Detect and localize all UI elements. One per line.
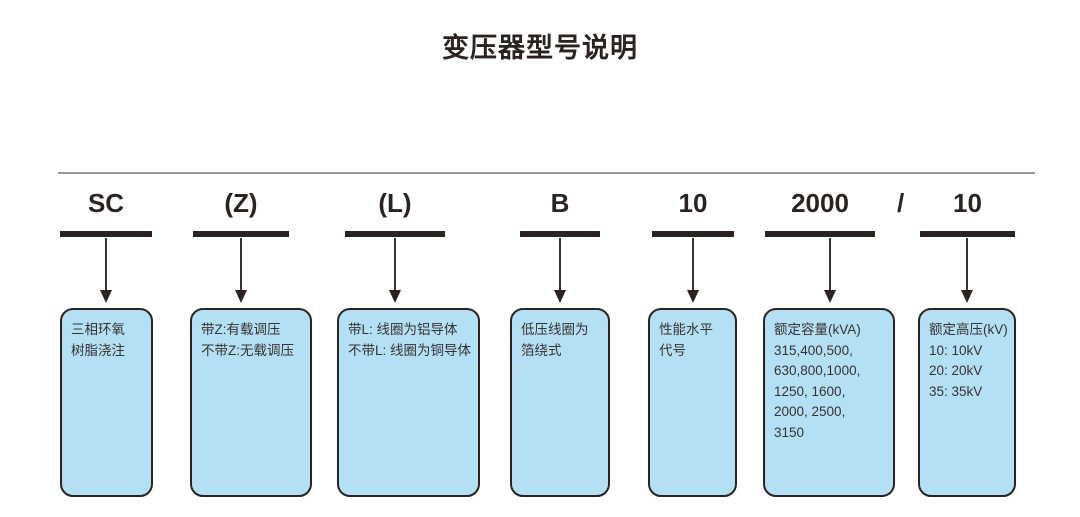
description-line: 性能水平 bbox=[659, 322, 713, 337]
description-box-3: 带L: 线圈为铝导体 不带L: 线圈为铜导体 bbox=[337, 308, 480, 497]
code-underline-2 bbox=[193, 231, 289, 237]
description-line: 箔绕式 bbox=[521, 342, 562, 358]
arrow-head-icon-5 bbox=[687, 290, 699, 303]
description-line: 带Z:有载调压 bbox=[201, 322, 281, 337]
description-line: 不带Z:无载调压 bbox=[201, 342, 294, 358]
code-label-3: (L) bbox=[378, 188, 412, 218]
description-line: 额定高压(kV) bbox=[929, 322, 1008, 337]
code-underline-5 bbox=[652, 231, 734, 237]
arrow-line-2 bbox=[240, 238, 242, 293]
arrow-head-icon-3 bbox=[389, 290, 401, 303]
description-box-7: 额定高压(kV) 10: 10kV 20: 20kV 35: 35kV bbox=[918, 308, 1016, 497]
description-line: 代号 bbox=[659, 342, 686, 358]
code-label-1: SC bbox=[87, 188, 125, 218]
description-line: 不带L: 线圈为铜导体 bbox=[348, 342, 472, 358]
description-line: 2000, 2500, bbox=[774, 404, 846, 419]
code-label-4: B bbox=[550, 188, 570, 218]
description-box-2: 带Z:有载调压 不带Z:无载调压 bbox=[190, 308, 312, 497]
description-box-6: 额定容量(kVA) 315,400,500, 630,800,1000, 125… bbox=[763, 308, 895, 497]
code-label-7: 10 bbox=[953, 188, 982, 218]
description-box-1: 三相环氧 树脂浇注 bbox=[60, 308, 153, 497]
arrow-head-icon-7 bbox=[961, 290, 973, 303]
code-label-6: 2000 bbox=[791, 188, 849, 218]
description-line: 额定容量(kVA) bbox=[774, 322, 861, 337]
top-divider-rule bbox=[58, 172, 1035, 174]
description-line: 20: 20kV bbox=[929, 363, 983, 378]
slash-separator: / bbox=[897, 188, 905, 218]
code-underline-1 bbox=[60, 231, 152, 237]
page-title: 变压器型号说明 bbox=[442, 33, 638, 63]
code-underline-4 bbox=[520, 231, 600, 237]
description-box-4: 低压线圈为 箔绕式 bbox=[510, 308, 610, 497]
arrow-head-icon-2 bbox=[235, 290, 247, 303]
arrow-head-icon-1 bbox=[100, 290, 112, 303]
code-label-5: 10 bbox=[678, 188, 708, 218]
code-label-2: (Z) bbox=[224, 188, 258, 218]
arrow-line-3 bbox=[394, 238, 396, 293]
arrow-line-7 bbox=[966, 238, 968, 293]
description-line: 树脂浇注 bbox=[71, 342, 125, 358]
arrow-line-5 bbox=[692, 238, 694, 293]
arrow-line-4 bbox=[559, 238, 561, 293]
description-line: 带L: 线圈为铝导体 bbox=[348, 322, 458, 337]
arrow-line-6 bbox=[829, 238, 831, 293]
arrow-head-icon-4 bbox=[554, 290, 566, 303]
code-underline-6 bbox=[765, 231, 875, 237]
code-underline-7 bbox=[920, 231, 1015, 237]
description-box-5: 性能水平 代号 bbox=[648, 308, 737, 497]
code-underline-3 bbox=[345, 231, 445, 237]
description-line: 3150 bbox=[774, 424, 805, 440]
description-line: 315,400,500, bbox=[774, 342, 853, 358]
description-line: 10: 10kV bbox=[929, 342, 983, 358]
description-line: 35: 35kV bbox=[929, 383, 983, 399]
arrow-head-icon-6 bbox=[824, 290, 836, 303]
arrow-line-1 bbox=[105, 238, 107, 293]
description-line: 低压线圈为 bbox=[521, 322, 589, 337]
description-line: 630,800,1000, bbox=[774, 363, 861, 378]
description-line: 1250, 1600, bbox=[774, 383, 846, 399]
description-line: 三相环氧 bbox=[71, 322, 125, 337]
